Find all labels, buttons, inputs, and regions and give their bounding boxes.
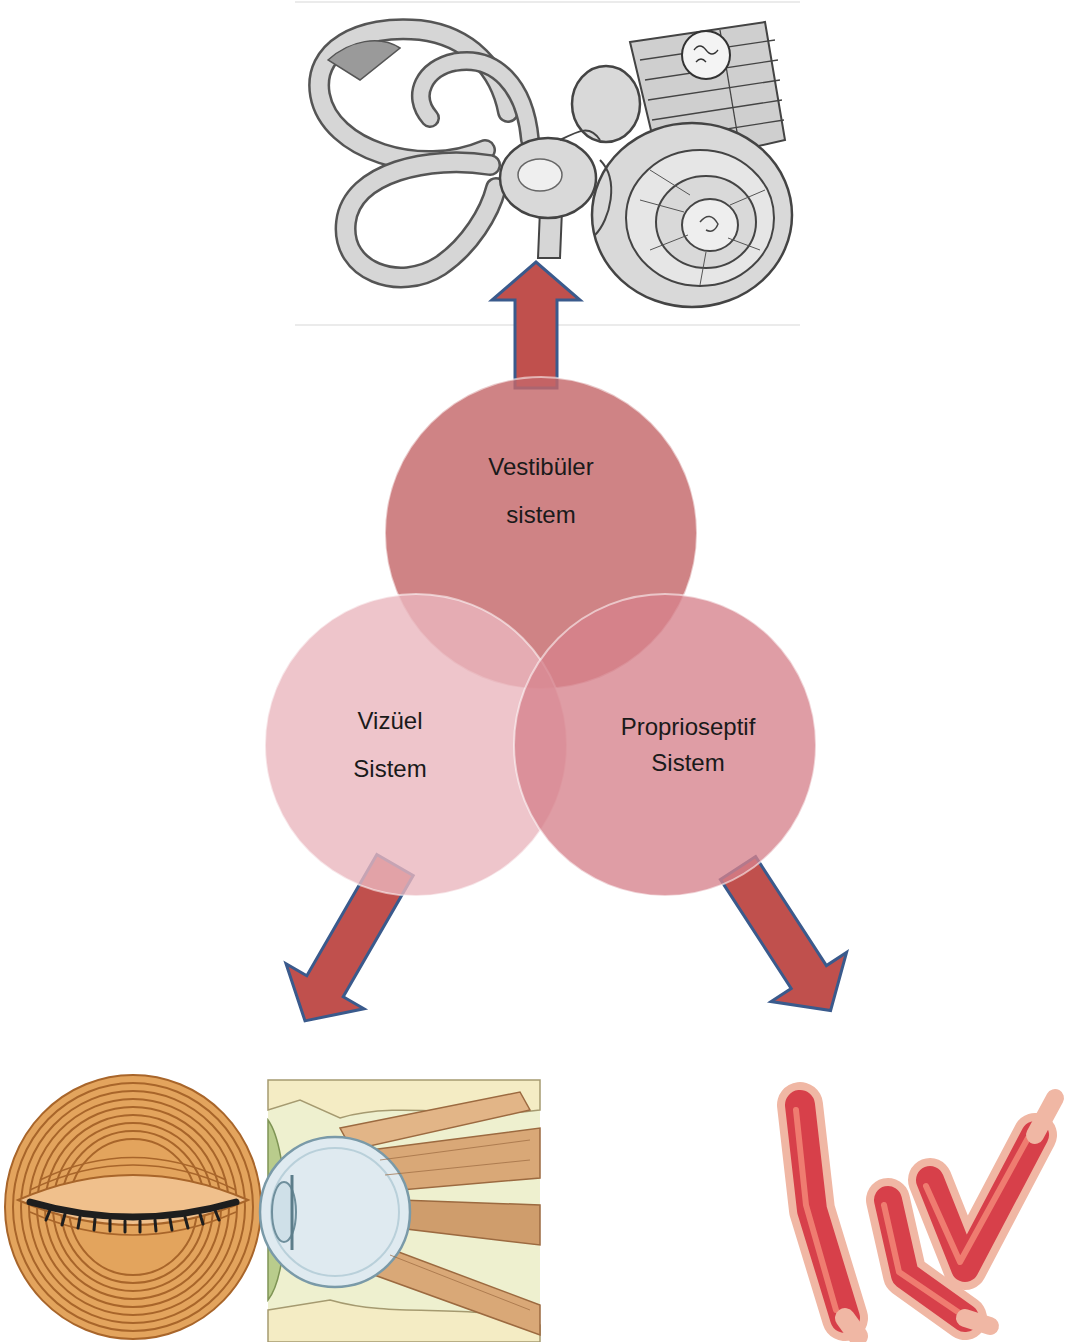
circle-shape — [513, 593, 817, 897]
system-label: Proprioseptif Sistem — [601, 709, 776, 781]
circle-outline — [514, 594, 816, 896]
eye-muscle-illustration — [260, 1080, 540, 1342]
system-label: Vizüel Sistem — [335, 697, 445, 793]
arm-muscle-illustration — [796, 1098, 1055, 1336]
circle-body: Proprioseptif Sistem — [513, 593, 817, 897]
system-circle: Proprioseptif Sistem — [513, 593, 817, 897]
system-label: Vestibüler sistem — [476, 443, 606, 539]
eyelid-muscle-illustration — [5, 1075, 261, 1339]
